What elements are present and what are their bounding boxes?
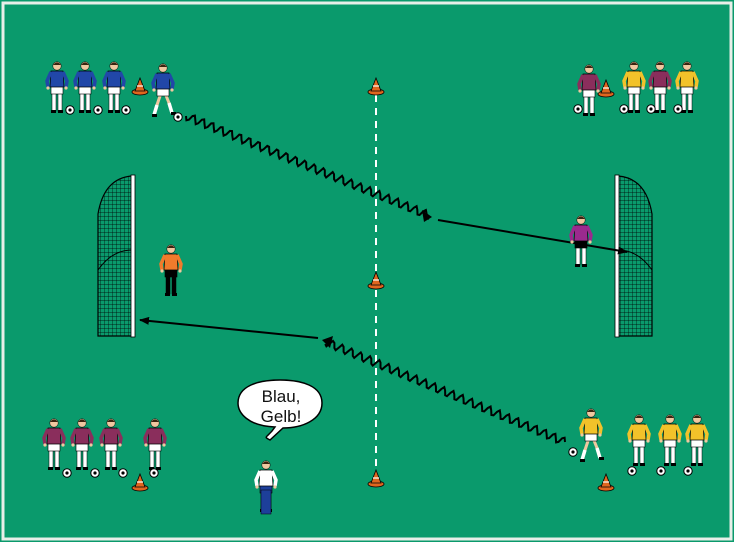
ball-icon	[684, 467, 692, 475]
goal-net-icon	[618, 176, 652, 336]
speech-line-1: Blau,	[262, 387, 301, 406]
ball-icon	[122, 106, 130, 114]
right-goal	[615, 175, 652, 337]
ball-icon	[66, 106, 74, 114]
ball-icon	[674, 105, 682, 113]
ball-icon	[94, 106, 102, 114]
speech-line-2: Gelb!	[261, 407, 302, 426]
ball-icon	[91, 469, 99, 477]
left-goal	[98, 175, 135, 337]
ball-icon	[620, 105, 628, 113]
goal-post-left	[131, 175, 135, 337]
ball-icon	[569, 448, 577, 456]
ball-icon	[574, 105, 582, 113]
ball-icon	[647, 105, 655, 113]
ball-icon	[63, 469, 71, 477]
goal-post-right	[615, 175, 619, 337]
ball-icon	[150, 469, 158, 477]
ball-icon	[628, 467, 636, 475]
ball-icon	[174, 113, 182, 121]
ball-icon	[657, 467, 665, 475]
goal-net-icon	[98, 176, 132, 336]
ball-icon	[119, 469, 127, 477]
